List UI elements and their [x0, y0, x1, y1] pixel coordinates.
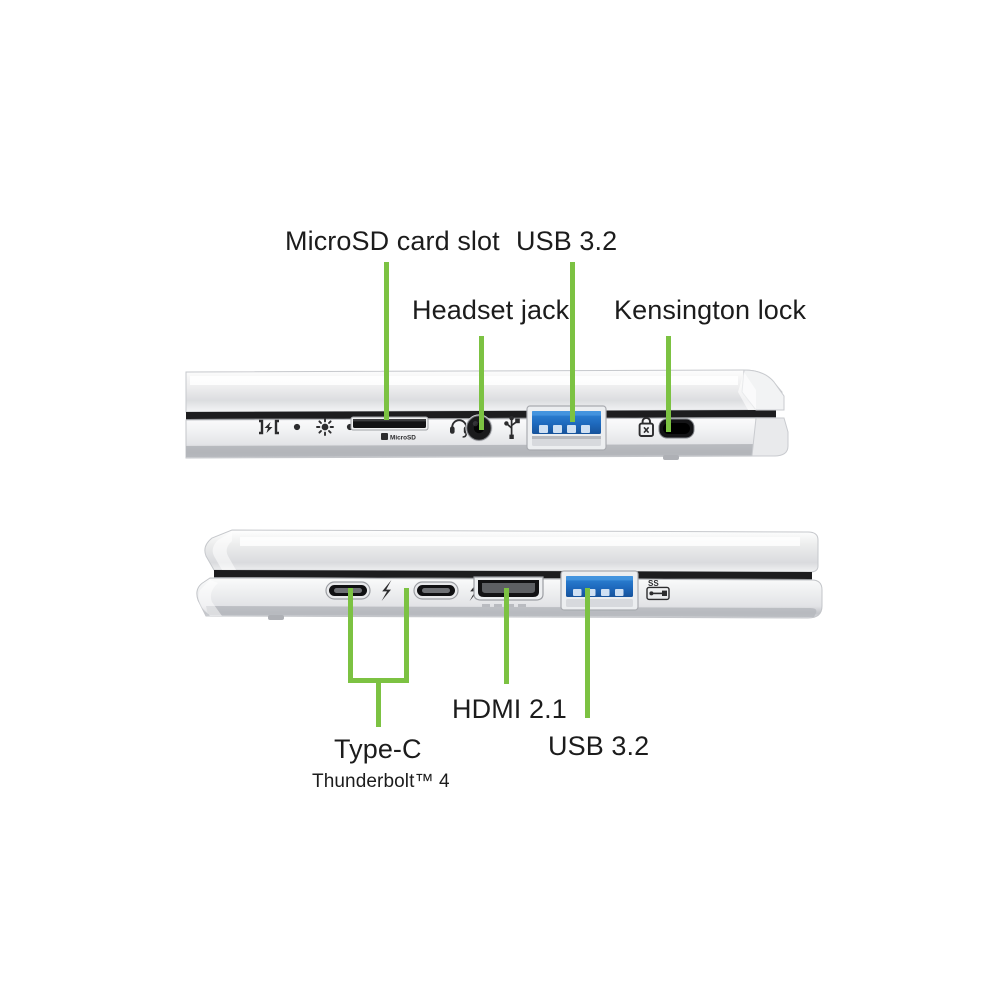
callout-microsd-card-slot: MicroSD card slot — [285, 226, 500, 256]
microsd-slot-icon: MicroSD — [350, 416, 429, 442]
leader-bracket-type-c-right — [404, 588, 409, 683]
laptop-left-side-view: MicroSD — [185, 369, 789, 460]
lock-icon — [638, 416, 654, 437]
svg-text:SS: SS — [648, 579, 659, 588]
led-dot-icon — [293, 423, 301, 431]
laptop-right-side-view: SS — [196, 529, 823, 620]
leader-line-usb-32-top — [570, 262, 575, 422]
usb-a-port-bottom — [560, 570, 639, 611]
led-dot-icon — [346, 423, 354, 431]
callout-type-c: Type-C — [334, 734, 422, 764]
callout-usb-32-bottom: USB 3.2 — [548, 731, 650, 761]
leader-line-usb-32-bottom — [585, 588, 590, 718]
thunderbolt-bolt-icon — [469, 580, 480, 601]
callout-hdmi-21: HDMI 2.1 — [452, 694, 567, 724]
leader-line-headset-jack — [479, 336, 484, 430]
leader-bracket-type-c-left — [348, 588, 353, 683]
usb-icon — [504, 416, 520, 439]
battery-charging-icon — [259, 419, 279, 435]
callout-headset-jack: Headset jack — [412, 295, 570, 325]
leader-bracket-type-c-joiner — [348, 678, 409, 683]
callout-usb-32-top: USB 3.2 — [516, 226, 618, 256]
svg-text:MicroSD: MicroSD — [390, 435, 416, 442]
thunderbolt-bolt-icon — [381, 580, 392, 601]
ss-usb-icon: SS — [646, 579, 670, 601]
kensington-slot-port — [658, 418, 695, 439]
usb-a-port-top — [526, 405, 607, 451]
leader-line-kensington — [666, 336, 671, 432]
callout-thunderbolt-4: Thunderbolt™ 4 — [312, 771, 450, 792]
leader-line-microsd — [384, 262, 389, 420]
usb-c-port-2 — [413, 581, 459, 600]
brightness-icon — [316, 418, 334, 436]
headset-icon — [450, 419, 469, 438]
leader-bracket-type-c-stem — [376, 683, 381, 727]
leader-line-hdmi — [504, 588, 509, 684]
callout-kensington-lock: Kensington lock — [614, 295, 807, 325]
